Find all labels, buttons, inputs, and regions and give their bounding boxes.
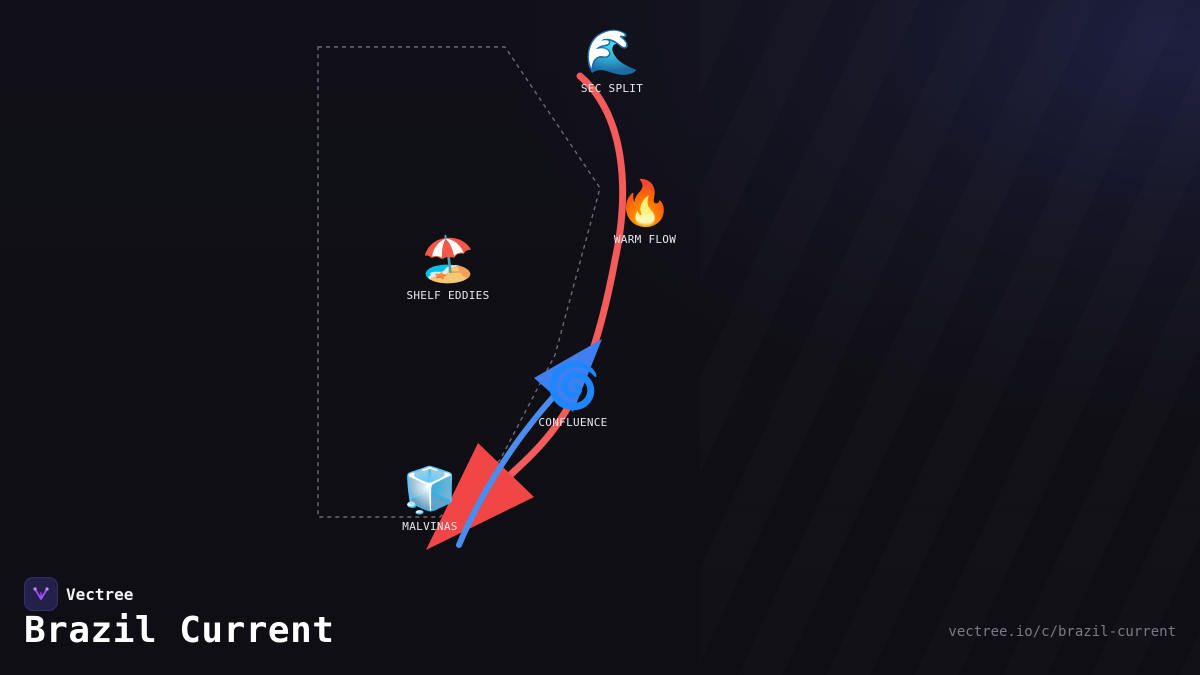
- fire-icon: 🔥: [617, 179, 673, 228]
- source-url[interactable]: vectree.io/c/brazil-current: [948, 624, 1176, 640]
- water-wave-icon: 🌊: [584, 28, 640, 77]
- node-malvinas: 🧊 MALVINAS: [360, 466, 500, 533]
- node-label: SHELF EDDIES: [406, 289, 490, 302]
- node-label: SEC SPLIT: [580, 82, 644, 95]
- node-label: WARM FLOW: [613, 233, 677, 246]
- node-shelf-eddies: 🏖️ SHELF EDDIES: [378, 235, 518, 302]
- node-confluence: 🌀 CONFLUENCE: [503, 362, 643, 429]
- brand: Vectree: [24, 577, 133, 611]
- cold-current-arrowhead: [534, 339, 602, 412]
- beach-umbrella-icon: 🏖️: [420, 235, 476, 284]
- ice-cube-icon: 🧊: [402, 466, 458, 515]
- cyclone-icon: 🌀: [545, 362, 601, 411]
- brand-name: Vectree: [66, 584, 134, 604]
- warm-current-path: [501, 72, 627, 484]
- page-title: Brazil Current: [24, 610, 335, 651]
- node-label: CONFLUENCE: [538, 416, 608, 429]
- node-warm-flow: 🔥 WARM FLOW: [575, 179, 715, 246]
- node-sec-split: 🌊 SEC SPLIT: [542, 28, 682, 95]
- region-outline: [317, 46, 601, 518]
- node-label: MALVINAS: [402, 520, 458, 533]
- vectree-logo-icon: [24, 577, 58, 611]
